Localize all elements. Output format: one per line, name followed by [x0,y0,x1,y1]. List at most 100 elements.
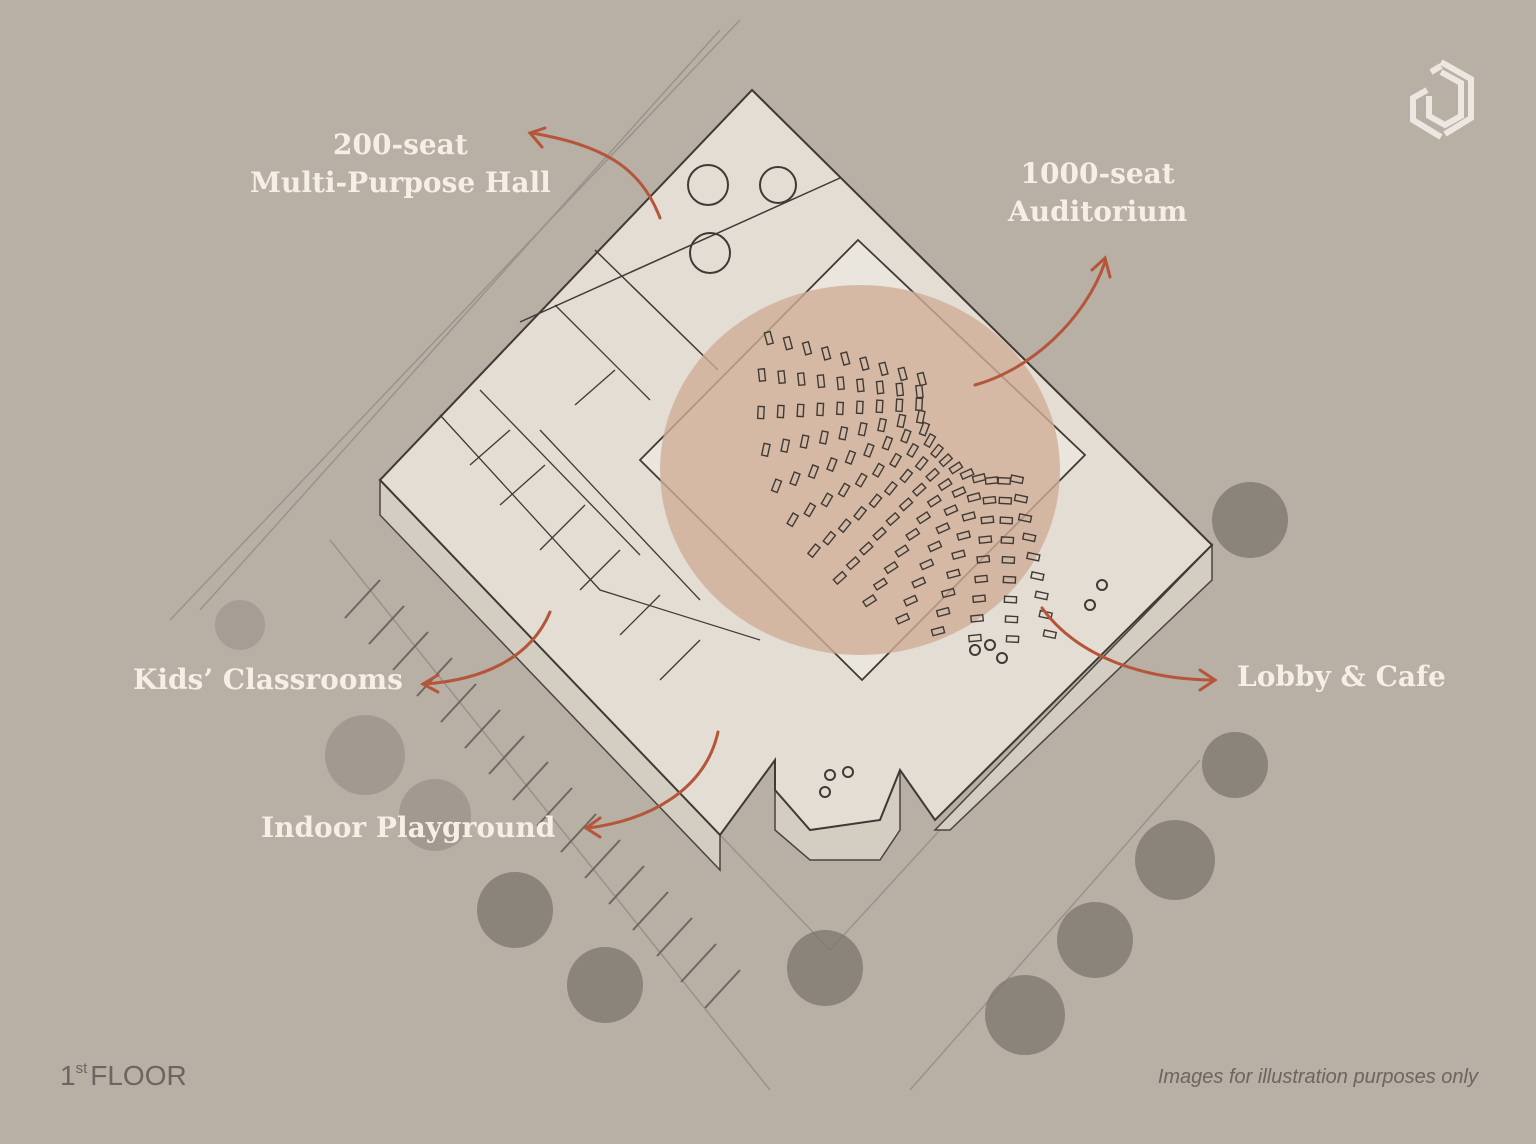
auditorium-capacity: 1000-seat [1020,157,1175,190]
seat [872,526,888,541]
seat [897,366,908,382]
seat [806,543,822,559]
seat [937,477,953,492]
seat [915,409,926,425]
seat [820,345,832,361]
street-lines [169,19,1201,1091]
seat [915,510,932,525]
seat [854,472,868,488]
seat [894,544,910,558]
seat [906,442,920,459]
classrooms [439,304,761,681]
seat [1002,575,1017,584]
seat [951,549,966,561]
seat [895,382,905,397]
seat [826,456,838,473]
seat [911,482,927,497]
label-auditorium: 1000-seat Auditorium [1008,155,1187,231]
hall-tables [687,164,797,274]
seat [930,625,946,637]
seat [776,404,785,419]
seat [898,497,914,512]
seat [875,380,885,395]
seat [916,371,928,387]
seat [911,576,927,589]
seat [926,494,942,508]
seat [943,504,959,517]
label-lobby-cafe: Lobby & Cafe [1237,660,1446,693]
seat [872,577,889,591]
seat [836,376,846,391]
parking-stripe [608,865,645,905]
seat [858,541,874,556]
seat [966,492,982,503]
seat [982,495,997,505]
seat [878,361,889,377]
seat [837,518,852,534]
parking-stripe [344,579,381,619]
parking-stripe [584,839,621,879]
seat [918,421,931,437]
seat [883,480,898,496]
seat [1025,551,1041,562]
seat [885,511,901,527]
seat [1013,493,1029,504]
seat [859,356,870,372]
seat [835,401,845,416]
seat [1021,532,1037,543]
parking-stripe [656,917,693,957]
seat [816,402,825,417]
seat [951,485,967,499]
parking-stripe [680,943,717,983]
seat [919,558,935,571]
parking-stripe [368,605,405,645]
seat [956,530,972,541]
seat [999,516,1014,525]
parking-stripe [536,787,573,827]
seat [845,555,861,571]
seat [822,530,837,546]
seat [786,512,800,528]
seat [935,606,951,618]
parking-stripe [560,813,597,853]
label-kids-classrooms: Kids’ Classrooms [133,663,403,696]
parking-stripes [344,579,741,1009]
seat [855,400,864,415]
seat [896,413,907,429]
parking-stripe [440,683,477,723]
hall-capacity: 200-seat [333,128,468,161]
seat [818,430,829,445]
floor-number: 1 [60,1060,76,1091]
seat [832,570,848,586]
seat [801,340,813,356]
seat [905,527,921,542]
seat [777,369,786,385]
arrow-icons [419,126,1218,839]
parking-stripe [488,735,525,775]
seat [820,492,834,508]
parking-stripe [464,709,501,749]
auditorium-tint [660,285,1060,655]
seat [760,442,771,458]
seat [857,421,868,437]
seat [923,432,937,449]
seat [889,452,903,468]
seat [914,455,929,471]
tree-icons [215,482,1288,1055]
seat [756,405,765,420]
parking-stripe [512,761,549,801]
seat [868,493,883,509]
auditorium-seats [756,330,1058,644]
seat [881,435,894,451]
seat [770,478,783,494]
seat [861,594,878,608]
seat [895,398,904,413]
seat [1017,512,1033,523]
seat [816,374,826,389]
seat [1003,595,1018,604]
seat [796,403,805,418]
seat [900,428,912,444]
seat [763,330,775,346]
